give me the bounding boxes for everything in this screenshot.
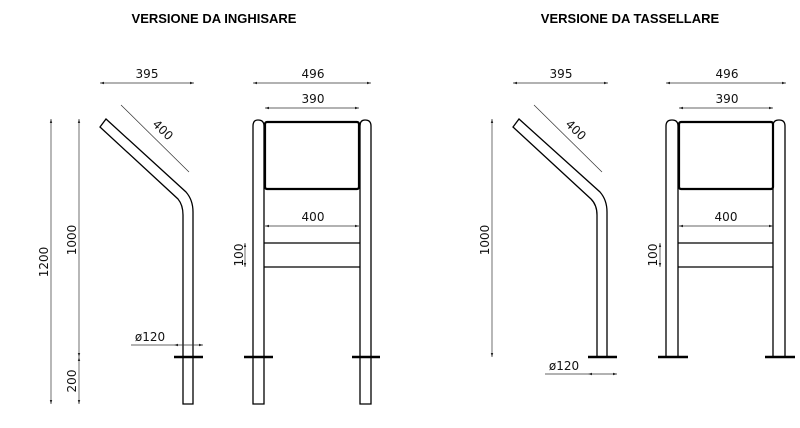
dim-400-diagonal [533, 104, 603, 173]
panel [677, 120, 775, 191]
right-post [772, 119, 786, 358]
dim-400-label: 400 [302, 210, 325, 224]
dim-395-label: 395 [136, 67, 159, 81]
left-front-view: 496 390 400 100 [232, 67, 380, 405]
side-tube [99, 118, 194, 405]
dim-400-diagonal-label: 400 [563, 117, 589, 143]
dim-400-diagonal-label: 400 [150, 117, 176, 143]
dim-400-diagonal [120, 104, 190, 173]
dim-120-label: ø120 [135, 330, 165, 344]
title-inghisare: VERSIONE DA INGHISARE [131, 11, 297, 26]
dim-390-label: 390 [302, 92, 325, 106]
dim-1000-label: 1000 [65, 225, 79, 256]
left-post [252, 119, 265, 405]
dim-100-label: 100 [646, 244, 660, 267]
dim-120-label: ø120 [549, 359, 579, 373]
right-post [359, 119, 372, 405]
dim-390-label: 390 [716, 92, 739, 106]
dim-496-label: 496 [716, 67, 739, 81]
dim-395-label: 395 [550, 67, 573, 81]
side-tube [512, 118, 608, 358]
dim-100-label: 100 [232, 244, 246, 267]
right-side-view: 395 400 1000 ø120 [478, 67, 617, 376]
dim-1000-label: 1000 [478, 225, 492, 256]
panel [263, 120, 361, 191]
dim-1200-label: 1200 [37, 247, 51, 278]
title-tassellare: VERSIONE DA TASSELLARE [540, 11, 720, 26]
left-post [665, 119, 679, 358]
right-front-view: 496 390 400 100 [646, 67, 795, 359]
dim-400-label: 400 [715, 210, 738, 224]
dim-200-label: 200 [65, 370, 79, 393]
left-side-view: 395 400 1200 1000 200 ø120 [37, 67, 203, 405]
dim-496-label: 496 [302, 67, 325, 81]
